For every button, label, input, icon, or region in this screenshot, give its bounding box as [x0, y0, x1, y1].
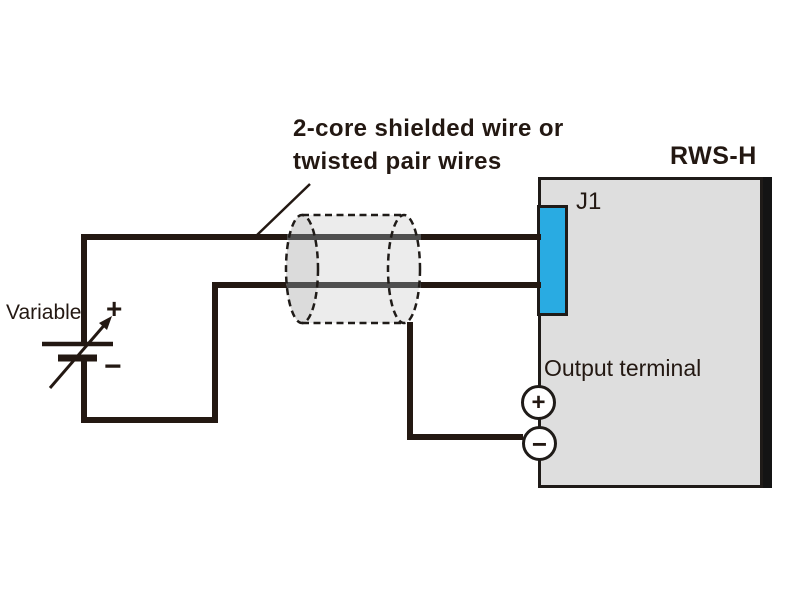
cable-label-leader-line: [255, 183, 311, 237]
output-terminal-plus: +: [521, 385, 556, 420]
plus-icon: +: [531, 388, 546, 416]
output-terminal-label: Output terminal: [544, 355, 702, 381]
cable-label-line2: twisted pair wires: [293, 148, 502, 175]
source-minus-sign: −: [104, 350, 122, 383]
power-supply-box: [538, 177, 763, 488]
source-plus-sign: +: [106, 293, 123, 324]
cable-shield-tube: [284, 213, 422, 325]
cable-label-line1: 2-core shielded wire or: [293, 115, 564, 142]
output-terminal-minus: −: [522, 426, 557, 461]
unit-model-label: RWS-H: [670, 142, 757, 170]
cable-label: 2-core shielded wire or twisted pair wir…: [293, 112, 564, 178]
wire-shield-to-minus-terminal: [407, 322, 523, 440]
variable-source-symbol: [42, 316, 113, 389]
variable-source-label: Variable: [6, 301, 82, 324]
j1-connector: [537, 205, 568, 316]
minus-icon: −: [531, 428, 548, 459]
j1-connector-label: J1: [576, 188, 602, 215]
